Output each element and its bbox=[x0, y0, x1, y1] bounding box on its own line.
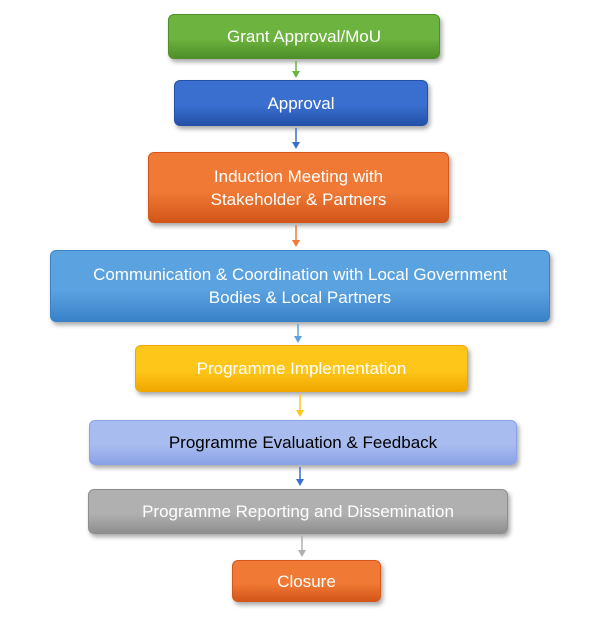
step-label: Approval bbox=[267, 93, 335, 113]
step-label: Communication & Coordination with Local … bbox=[93, 265, 507, 307]
arrow-down-icon bbox=[293, 324, 303, 343]
arrow-head bbox=[296, 410, 304, 417]
step-programme-evaluation: Programme Evaluation & Feedback bbox=[89, 420, 517, 465]
step-label: Programme Evaluation & Feedback bbox=[168, 433, 438, 452]
step-label: Programme Implementation bbox=[196, 359, 407, 378]
step-programme-implementation: Programme Implementation bbox=[135, 345, 468, 392]
arrow-head bbox=[292, 71, 300, 78]
arrow-head bbox=[292, 240, 300, 247]
arrow-head bbox=[298, 550, 306, 557]
step-induction-meeting: Induction Meeting with Stakeholder & Par… bbox=[148, 152, 449, 223]
step-approval: Approval bbox=[174, 80, 428, 126]
arrow-head bbox=[296, 479, 304, 486]
arrow-down-icon bbox=[295, 394, 305, 417]
step-label: Grant Approval/MoU bbox=[226, 27, 381, 46]
step-grant-approval: Grant Approval/MoU bbox=[168, 14, 440, 59]
step-programme-reporting: Programme Reporting and Dissemination bbox=[88, 489, 508, 534]
step-closure: Closure bbox=[232, 560, 381, 602]
arrow-down-icon bbox=[291, 128, 301, 149]
arrow-down-icon bbox=[291, 61, 301, 78]
arrow-down-icon bbox=[295, 467, 305, 486]
arrow-down-icon bbox=[297, 536, 307, 557]
step-communication-coordination: Communication & Coordination with Local … bbox=[50, 250, 550, 322]
step-label: Closure bbox=[277, 571, 336, 591]
step-label: Programme Reporting and Dissemination bbox=[142, 502, 454, 521]
step-label: Induction Meeting with Stakeholder & Par… bbox=[210, 166, 387, 209]
arrow-down-icon bbox=[291, 225, 301, 247]
arrow-head bbox=[292, 142, 300, 149]
arrow-head bbox=[294, 336, 302, 343]
